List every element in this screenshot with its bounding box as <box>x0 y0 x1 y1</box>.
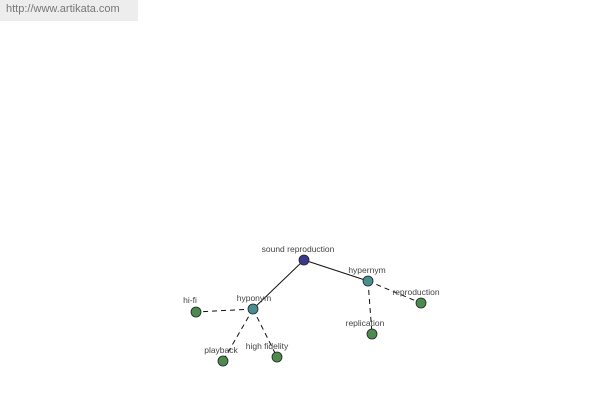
node-hi-fi[interactable] <box>190 306 202 318</box>
node-playback[interactable] <box>217 355 229 367</box>
label-replication[interactable]: replication <box>346 318 385 328</box>
edge-hyponym-hifi <box>195 308 254 313</box>
label-hyponym: hyponym <box>237 293 272 303</box>
node-hyponym[interactable] <box>247 303 259 315</box>
label-hypernym: hypernym <box>348 265 385 275</box>
edge-hypernym-reproduction <box>367 280 422 304</box>
label-reproduction[interactable]: reproduction <box>392 287 440 297</box>
node-reproduction[interactable] <box>415 297 427 309</box>
edge-center-hypernym <box>303 259 369 282</box>
node-hypernym[interactable] <box>362 275 374 287</box>
label-high-fidelity[interactable]: high fidelity <box>246 341 289 351</box>
edge-hyponym-playback <box>222 308 254 362</box>
node-high-fidelity[interactable] <box>271 351 283 363</box>
label-hi-fi[interactable]: hi-fi <box>183 295 197 305</box>
node-replication[interactable] <box>366 328 378 340</box>
label-playback[interactable]: playback <box>204 345 238 355</box>
site-url[interactable]: http://www.artikata.com <box>0 0 138 21</box>
node-sound-reproduction[interactable] <box>298 254 310 266</box>
edge-center-hyponym <box>252 259 305 310</box>
label-sound-reproduction[interactable]: sound reproduction <box>262 244 335 254</box>
